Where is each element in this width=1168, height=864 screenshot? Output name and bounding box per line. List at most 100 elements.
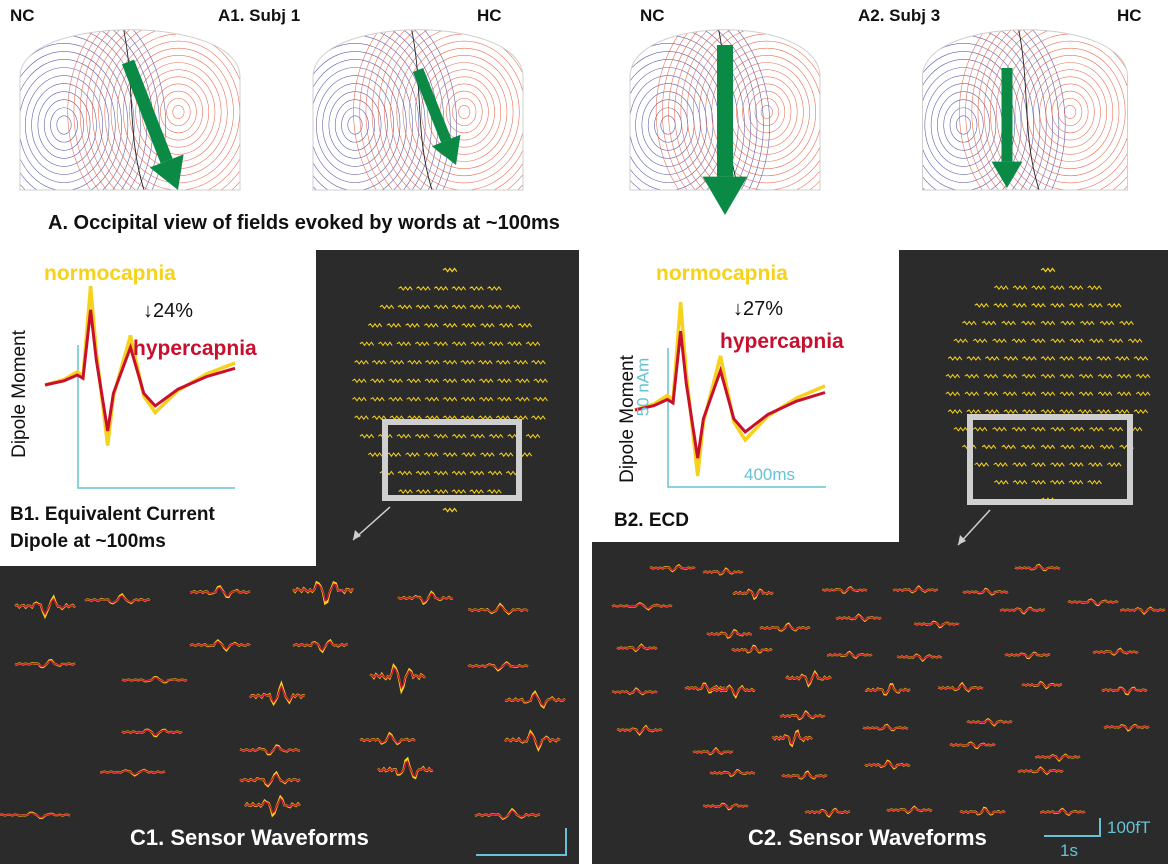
sensor-glyph [1077,409,1093,414]
sensor-glyph [460,396,476,402]
sensor-glyph [1060,444,1075,450]
sensor-glyph [962,320,977,326]
sensor-waveform-hypercapnia [292,583,354,602]
sensor-glyph [470,433,485,439]
c1-scale-bar [476,828,567,856]
sensor-waveform-hypercapnia [249,684,306,704]
sensor-glyph [1040,391,1056,397]
sensor-waveform-hypercapnia [1101,687,1148,694]
sensor-glyph [947,409,963,414]
field-map-s3-hc [922,29,1128,190]
sensor-glyph [1108,426,1124,432]
sensor-glyph [1108,338,1124,344]
sensor-glyph [983,391,999,397]
sensor-glyph [480,452,495,458]
sensor-waveform-hypercapnia [1014,564,1061,571]
subj1-nc-label: NC [10,6,35,25]
c1-sensor-array [352,267,548,513]
b2-trace-hypercapnia [634,331,826,459]
sensor-glyph [1021,444,1036,450]
b2-normocapnia-label: normocapnia [656,262,788,285]
sensor-glyph [1050,285,1065,291]
sensor-glyph [451,433,467,439]
b1-caption-line2: Dipole at ~100ms [10,531,166,552]
panel-b2-inset [592,250,899,542]
dipole-arrow-head [991,161,1023,188]
sensor-glyph [1011,338,1027,344]
sensor-glyph [406,396,421,402]
sensor-glyph [389,415,405,421]
sensor-waveform-hypercapnia [504,692,566,707]
sensor-waveform-hypercapnia [959,808,1006,815]
sensor-waveform-hypercapnia [709,685,756,697]
c2-caption-text: C2. Sensor Waveforms [748,825,987,850]
sensor-waveform-hypercapnia [467,604,529,614]
b1-axes [77,345,235,489]
sensor-glyph [442,415,458,421]
sensor-glyph [1089,426,1104,432]
sensor-glyph [470,341,485,347]
sensor-glyph [352,378,367,384]
sensor-glyph [451,470,467,476]
sensor-glyph [424,396,440,402]
sensor-glyph [513,359,528,365]
sensor-glyph [1099,320,1115,326]
sensor-glyph [405,322,420,328]
sensor-glyph [1021,373,1037,379]
sensor-glyph [1078,373,1094,379]
sensor-glyph [488,341,504,347]
sensor-glyph [386,322,402,328]
sensor-glyph [495,415,511,421]
sensor-glyph [1107,462,1122,468]
sensor-waveform-hypercapnia [121,676,188,683]
sensor-glyph [442,507,458,513]
sensor-glyph [1060,320,1075,326]
sensor-waveform-hypercapnia [896,654,943,661]
sensor-glyph [1080,320,1095,326]
sensor-glyph [371,359,387,365]
sensor-glyph [497,396,512,402]
sensor-glyph [1097,391,1113,397]
sensor-waveform-hypercapnia [731,646,773,653]
sensor-waveform-hypercapnia [189,640,251,651]
sensor-glyph [1069,302,1084,308]
sensor-glyph [359,341,375,347]
sensor-waveform-hypercapnia [14,597,76,616]
sensor-glyph [983,373,999,379]
sensor-glyph [1059,373,1075,379]
zero-contour [409,29,433,190]
b2-caption: B2. ECD [614,510,689,531]
sensor-glyph [984,409,1000,414]
sensor-glyph [1040,267,1056,273]
sensor-glyph [451,304,467,310]
sensor-glyph [397,304,413,310]
sensor-glyph [451,489,467,494]
dipole-arrow-shaft [121,59,173,164]
sensor-waveform-hypercapnia [99,769,166,776]
sensor-glyph [1133,356,1149,361]
sensor-glyph [1097,373,1113,379]
sensor-waveform-hypercapnia [239,745,301,755]
sensor-glyph [1031,426,1046,432]
sensor-glyph [352,396,367,402]
sensor-waveform-hypercapnia [14,660,76,668]
sensor-waveform-hypercapnia [684,683,726,693]
c2-zoom-box [967,414,1133,505]
sensor-glyph [981,320,997,326]
sensor-waveform-hypercapnia [864,684,911,695]
sensor-glyph [497,378,512,384]
sensor-waveform-hypercapnia [611,688,658,695]
zero-contour [1016,29,1040,190]
sensor-glyph [433,433,448,439]
sensor-glyph [972,338,988,344]
panel-a-caption: A. Occipital view of fields evoked by wo… [48,212,560,234]
sensor-glyph [1080,444,1095,450]
sensor-glyph [425,359,440,365]
sensor-glyph [442,452,458,458]
sensor-glyph [531,415,546,421]
sensor-glyph [966,409,981,414]
sensor-glyph [981,444,997,450]
sensor-waveform-hypercapnia [692,748,734,755]
sensor-glyph [1077,356,1093,361]
sensor-glyph [964,391,980,397]
